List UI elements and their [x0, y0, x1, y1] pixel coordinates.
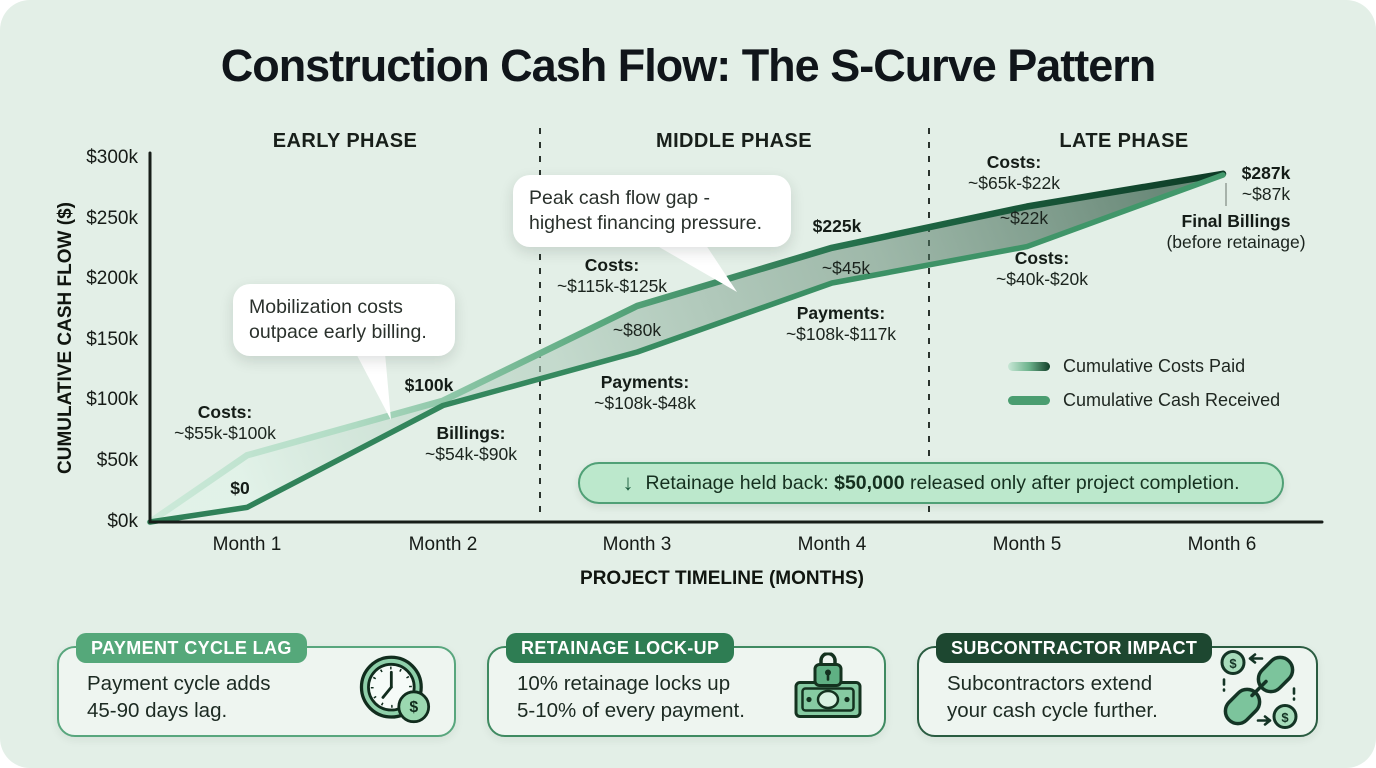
- x-axis-month-label: Month 5: [992, 534, 1062, 555]
- annotation-value-text: ~$115k-$125k: [556, 276, 668, 296]
- y-axis-tick-label: $150k: [86, 329, 138, 350]
- chart-annotation: Payments:~$108k-$48k: [594, 372, 696, 414]
- annotation-value-text: ~$108k-$117k: [785, 324, 897, 344]
- y-axis-tick-label: $0k: [107, 511, 138, 532]
- legend-item-costs: Cumulative Costs Paid: [1008, 356, 1280, 377]
- card-payment-cycle-lag: PAYMENT CYCLE LAG Payment cycle adds 45-…: [57, 633, 456, 737]
- y-axis-tick-label: $250k: [86, 208, 138, 229]
- x-axis-title: PROJECT TIMELINE (MONTHS): [580, 568, 864, 589]
- annotation-bold-text: $225k: [812, 216, 862, 236]
- y-axis-tick-label: $200k: [86, 268, 138, 289]
- annotation-bold-text: Costs:: [986, 152, 1042, 172]
- annotation-bold-text: Costs:: [584, 255, 640, 275]
- card-badge: RETAINAGE LOCK-UP: [506, 633, 735, 663]
- annotation-value-text: ~$87k: [1241, 184, 1291, 204]
- legend-label: Cumulative Cash Received: [1063, 390, 1281, 410]
- chain-dollar-icon: $ $: [1218, 649, 1300, 734]
- annotation-value-text: ~$65k-$22k: [968, 173, 1060, 193]
- callout-tail-2: [640, 236, 737, 292]
- card-text: Payment cycle adds 45-90 days lag.: [87, 672, 271, 722]
- annotation-bold-text: $287k: [1241, 163, 1291, 183]
- y-axis-tick-label: $300k: [86, 147, 138, 168]
- card-text: Subcontractors extend your cash cycle fu…: [947, 672, 1158, 722]
- x-axis-month-label: Month 1: [212, 534, 282, 555]
- legend-label: Cumulative Costs Paid: [1063, 356, 1246, 376]
- phase-label: MIDDLE PHASE: [656, 130, 812, 152]
- cash-flow-chart: [146, 128, 1324, 526]
- annotation-bold-text: Billings:: [436, 423, 506, 443]
- cash-received-line: [147, 172, 1226, 525]
- annotation-value-text: ~$40k-$20k: [996, 269, 1088, 289]
- x-axis-month-label: Month 2: [408, 534, 478, 555]
- chart-annotation: $287k~$87k: [1242, 163, 1291, 205]
- chart-annotation: Costs:~$40k-$20k: [996, 248, 1088, 290]
- chart-annotation: ~$80k: [613, 320, 661, 341]
- y-axis-tick-label: $100k: [86, 389, 138, 410]
- cash-line-swatch: [1008, 396, 1050, 405]
- annotation-value-text: ~$108k-$48k: [594, 393, 696, 413]
- chart-legend: Cumulative Costs Paid Cumulative Cash Re…: [1008, 356, 1280, 424]
- annotation-bold-text: Payments:: [600, 372, 690, 392]
- money-lock-icon: [788, 651, 868, 731]
- phase-label: EARLY PHASE: [272, 130, 418, 152]
- callout-mobilization: Mobilization costs outpace early billing…: [233, 284, 455, 356]
- phase-label: LATE PHASE: [1059, 130, 1189, 152]
- card-badge: SUBCONTRACTOR IMPACT: [936, 633, 1213, 663]
- legend-item-cash: Cumulative Cash Received: [1008, 390, 1280, 411]
- chart-annotation: Costs:~$55k-$100k: [174, 402, 276, 444]
- cash-gap-band: [150, 173, 1223, 523]
- annotation-bold-text: Costs:: [197, 402, 253, 422]
- card-retainage-lockup: RETAINAGE LOCK-UP 10% retainage locks up…: [487, 633, 886, 737]
- callout-tail-1: [350, 342, 391, 420]
- annotation-bold-text: Costs:: [1014, 248, 1070, 268]
- money-clock-icon: $: [354, 649, 438, 734]
- chart-annotation: Final Billings(before retainage): [1166, 211, 1305, 253]
- svg-text:$: $: [1229, 656, 1237, 671]
- costs-paid-line: [146, 170, 1227, 526]
- chart-annotation: ~$45k: [822, 258, 870, 279]
- annotation-value-text: ~$54k-$90k: [425, 444, 517, 464]
- annotation-value-text: ~$22k: [999, 208, 1049, 228]
- x-axis-month-label: Month 4: [797, 534, 867, 555]
- annotation-bold-text: Payments:: [796, 303, 886, 323]
- svg-text:$: $: [1281, 710, 1289, 725]
- annotation-value-text: ~$80k: [612, 320, 662, 340]
- chart-annotation: $0: [230, 478, 249, 499]
- x-axis-month-label: Month 3: [602, 534, 672, 555]
- banner-amount: $50,000: [834, 471, 905, 494]
- chart-axes: [148, 151, 1324, 524]
- callout-peak-gap: Peak cash flow gap - highest financing p…: [513, 175, 791, 247]
- chart-annotation: Costs:~$115k-$125k: [557, 255, 667, 297]
- banner-text: Retainage held back:: [645, 471, 835, 494]
- annotation-value-text: (before retainage): [1166, 232, 1306, 252]
- chart-annotation: Billings:~$54k-$90k: [425, 423, 517, 465]
- chart-annotation: $225k: [813, 216, 862, 237]
- card-subcontractor-impact: SUBCONTRACTOR IMPACT Subcontractors exte…: [917, 633, 1318, 737]
- annotation-value-text: ~$55k-$100k: [174, 423, 276, 443]
- chart-annotation: ~$22k: [1000, 208, 1048, 229]
- annotation-value-text: ~$45k: [821, 258, 871, 278]
- annotation-bold-text: Final Billings: [1181, 211, 1291, 231]
- card-text: 10% retainage locks up 5-10% of every pa…: [517, 672, 745, 722]
- chart-annotation: Payments:~$108k-$117k: [786, 303, 896, 345]
- annotation-bold-text: $0: [230, 478, 250, 498]
- page-title: Construction Cash Flow: The S-Curve Patt…: [220, 40, 1157, 91]
- costs-line-swatch: [1008, 362, 1050, 371]
- banner-suffix: released only after project completion.: [904, 471, 1240, 494]
- retainage-banner: ↓ Retainage held back: $50,000 released …: [578, 462, 1284, 504]
- chart-annotation: $100k: [405, 375, 454, 396]
- chart-annotation: Costs:~$65k-$22k: [968, 152, 1060, 194]
- x-axis-month-label: Month 6: [1187, 534, 1257, 555]
- down-arrow-icon: ↓: [622, 470, 634, 495]
- y-axis-tick-label: $50k: [96, 450, 138, 471]
- annotation-bold-text: $100k: [404, 375, 454, 395]
- card-badge: PAYMENT CYCLE LAG: [76, 633, 307, 663]
- y-axis-title: CUMULATIVE CASH FLOW ($): [55, 202, 76, 474]
- svg-text:$: $: [409, 699, 418, 716]
